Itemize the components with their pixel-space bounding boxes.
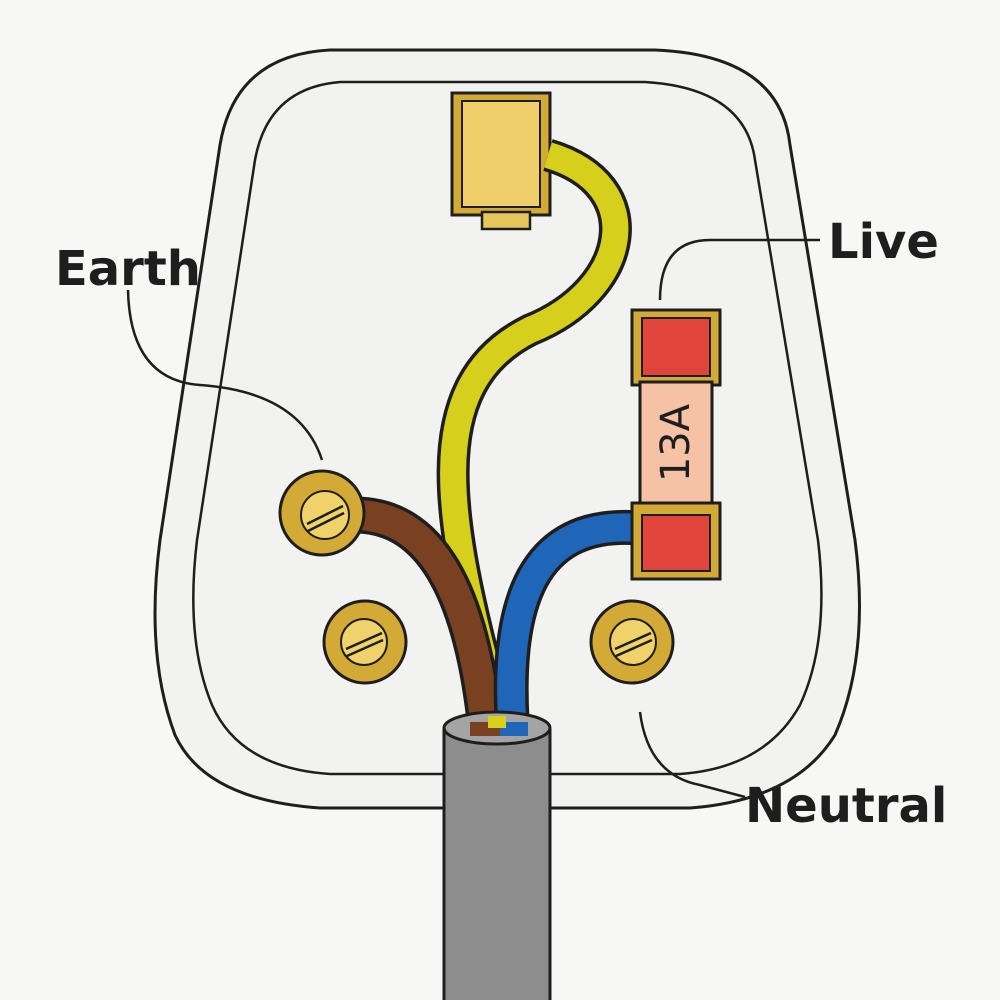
earth-wire xyxy=(436,139,632,725)
plug-body-inner xyxy=(192,80,823,776)
fuse-rating-label: 13A xyxy=(653,403,699,482)
neutral-label: Neutral xyxy=(745,778,947,834)
earth-label: Earth xyxy=(55,241,201,297)
neutral-terminal-screw xyxy=(589,599,675,685)
lower-left-terminal-screw xyxy=(322,599,408,685)
earth-leader-line xyxy=(126,289,324,461)
earth-pin xyxy=(450,91,552,231)
cable-sheath xyxy=(442,710,552,1000)
live-wire xyxy=(493,509,642,721)
fuse: 13A xyxy=(630,308,722,581)
live-leader-line xyxy=(658,238,820,301)
earth-terminal-screw xyxy=(278,469,366,557)
neutral-leader-line xyxy=(638,711,746,799)
slotted-screw-icon xyxy=(614,631,653,658)
slotted-screw-icon xyxy=(345,631,384,658)
slotted-screw-icon xyxy=(306,504,345,533)
neutral-wire xyxy=(354,496,504,723)
live-label: Live xyxy=(828,214,939,270)
